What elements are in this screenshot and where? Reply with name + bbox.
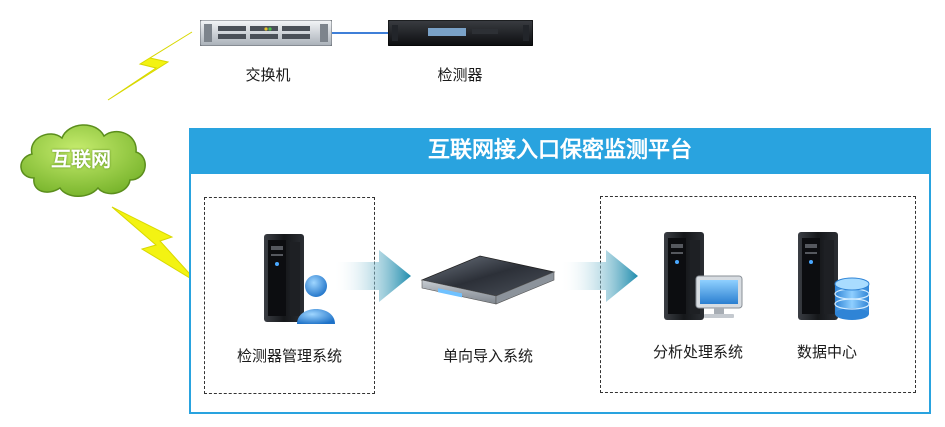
server-tower-icon — [264, 234, 304, 322]
flow-arrow-icon — [560, 250, 638, 302]
gateway-system-label: 单向导入系统 — [442, 347, 533, 365]
server-tower-icon — [798, 232, 838, 320]
monitor-icon — [695, 275, 743, 318]
flow-arrow-icon — [333, 250, 411, 302]
server-tower-icon — [664, 232, 704, 320]
lightning-icon — [111, 206, 199, 284]
switch-detector-link — [332, 32, 388, 34]
switch-device-icon — [200, 20, 332, 46]
user-icon — [297, 275, 335, 324]
database-icon — [834, 277, 870, 320]
data-center-label: 数据中心 — [796, 343, 857, 361]
detector-label: 检测器 — [437, 66, 483, 84]
lightning-icon — [107, 31, 193, 101]
management-group — [204, 197, 375, 394]
analysis-system-label: 分析处理系统 — [652, 343, 743, 361]
gateway-device-icon — [420, 255, 556, 305]
switch-label: 交换机 — [245, 66, 291, 84]
internet-cloud-icon — [20, 124, 146, 197]
analysis-group — [600, 196, 916, 393]
platform-title: 互联网接入口保密监测平台 — [189, 128, 931, 174]
internet-label: 互联网 — [51, 147, 111, 171]
detector-device-icon — [388, 20, 533, 46]
management-system-label: 检测器管理系统 — [236, 347, 342, 365]
